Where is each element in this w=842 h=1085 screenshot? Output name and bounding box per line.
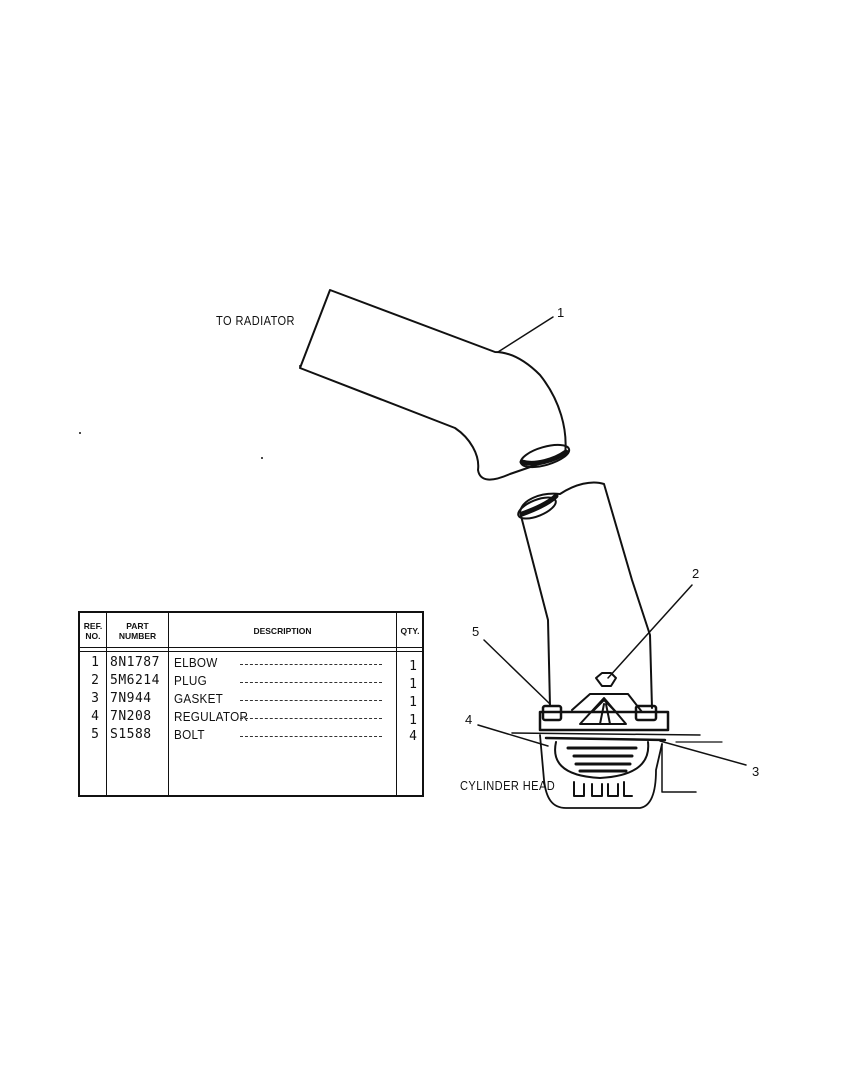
callout-1: 1 — [557, 305, 565, 320]
table-row: 2 5M6214 PLUG 1 — [80, 673, 422, 692]
qty-cell: 1 — [409, 677, 417, 692]
qty-cell: 1 — [409, 695, 417, 710]
callout-leaders — [477, 316, 747, 766]
callout-3: 3 — [752, 764, 760, 779]
ref-cell: 1 — [91, 655, 99, 670]
description-cell: REGULATOR — [174, 709, 249, 724]
header-description: DESCRIPTION — [253, 626, 312, 636]
callout-4: 4 — [465, 712, 473, 727]
table-row: 5 S1588 BOLT 4 — [80, 727, 422, 745]
description-cell: PLUG — [174, 673, 207, 688]
ref-cell: 2 — [91, 673, 99, 688]
header-qty: QTY. — [400, 626, 420, 636]
header-ref-no: REF.NO. — [83, 621, 103, 641]
description-cell: ELBOW — [174, 655, 218, 670]
regulator-housing — [511, 672, 723, 809]
description-cell: GASKET — [174, 691, 224, 706]
part-number-cell: 7N944 — [110, 691, 152, 706]
qty-cell: 4 — [409, 729, 417, 744]
outlet-pipe — [517, 481, 653, 709]
callout-5: 5 — [472, 624, 480, 639]
part-number-cell: 7N208 — [110, 709, 152, 724]
ref-cell: 5 — [91, 727, 99, 742]
table-row: 1 8N1787 ELBOW 1 — [80, 655, 422, 674]
table-row: 4 7N208 REGULATOR 1 — [80, 709, 422, 728]
callout-2: 2 — [692, 566, 700, 581]
part-number-cell: 5M6214 — [110, 673, 160, 688]
part-number-cell: S1588 — [110, 727, 152, 742]
ref-cell: 4 — [91, 709, 99, 724]
qty-cell: 1 — [409, 659, 417, 674]
description-cell: BOLT — [174, 727, 205, 742]
part-number-cell: 8N1787 — [110, 655, 160, 670]
elbow-hose — [299, 289, 571, 481]
qty-cell: 1 — [409, 713, 417, 728]
ref-cell: 3 — [91, 691, 99, 706]
table-row: 3 7N944 GASKET 1 — [80, 691, 422, 710]
to-radiator-label: TO RADIATOR — [216, 313, 295, 328]
cylinder-head-label: CYLINDER HEAD — [460, 778, 556, 793]
